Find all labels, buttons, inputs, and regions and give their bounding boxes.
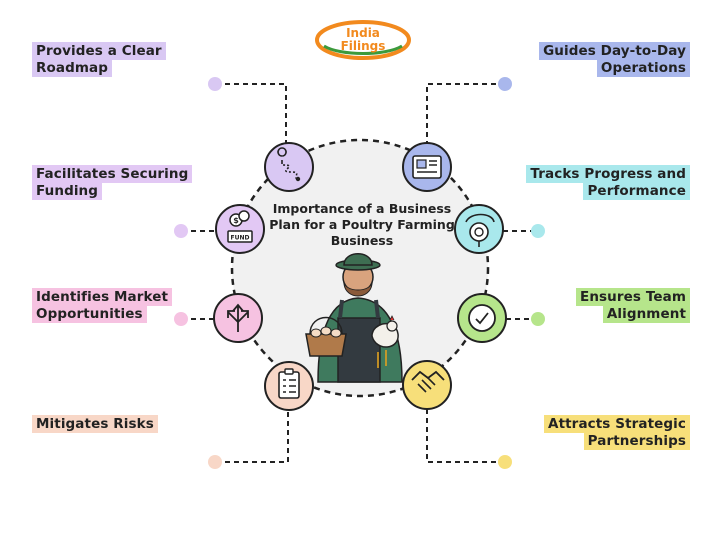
logo-line1: India xyxy=(346,26,380,40)
fund-icon: $ FUND xyxy=(215,204,265,254)
logo-mark xyxy=(315,20,411,60)
label-operations: Guides Day-to-Day Operations xyxy=(520,42,690,77)
label-funding: Facilitates Securing Funding xyxy=(32,165,193,200)
dot-partnerships xyxy=(498,455,512,469)
connector-partnerships xyxy=(426,408,505,463)
label-team: Ensures Team Alignment xyxy=(540,288,690,323)
dot-market xyxy=(174,312,188,326)
dot-funding xyxy=(174,224,188,238)
label-progress: Tracks Progress and Performance xyxy=(510,165,690,200)
label-roadmap: Provides a Clear Roadmap xyxy=(32,42,182,77)
dot-progress xyxy=(531,224,545,238)
farmer-illustration xyxy=(305,253,403,383)
connector-operations xyxy=(426,83,505,146)
center-title: Importance of a Business Plan for a Poul… xyxy=(269,201,455,248)
dot-team xyxy=(531,312,545,326)
connector-roadmap xyxy=(216,83,287,146)
connector-risks xyxy=(216,408,289,463)
dot-roadmap xyxy=(208,77,222,91)
arrows-icon xyxy=(213,293,263,343)
clock-icon xyxy=(457,293,507,343)
label-risks: Mitigates Risks xyxy=(32,415,192,433)
dot-operations xyxy=(498,77,512,91)
checklist-icon xyxy=(264,361,314,411)
handshake-icon xyxy=(402,360,452,410)
roadmap-icon xyxy=(264,142,314,192)
label-partnerships: Attracts Strategic Partnerships xyxy=(520,415,690,450)
logo-line2: Filings xyxy=(340,39,386,53)
target-icon xyxy=(454,204,504,254)
svg-text:FUND: FUND xyxy=(231,235,250,242)
dot-risks xyxy=(208,455,222,469)
india-filings-logo: India Filings xyxy=(316,20,410,60)
svg-text:$: $ xyxy=(233,216,239,225)
document-icon xyxy=(402,142,452,192)
label-market: Identifies Market Opportunities xyxy=(32,288,192,323)
